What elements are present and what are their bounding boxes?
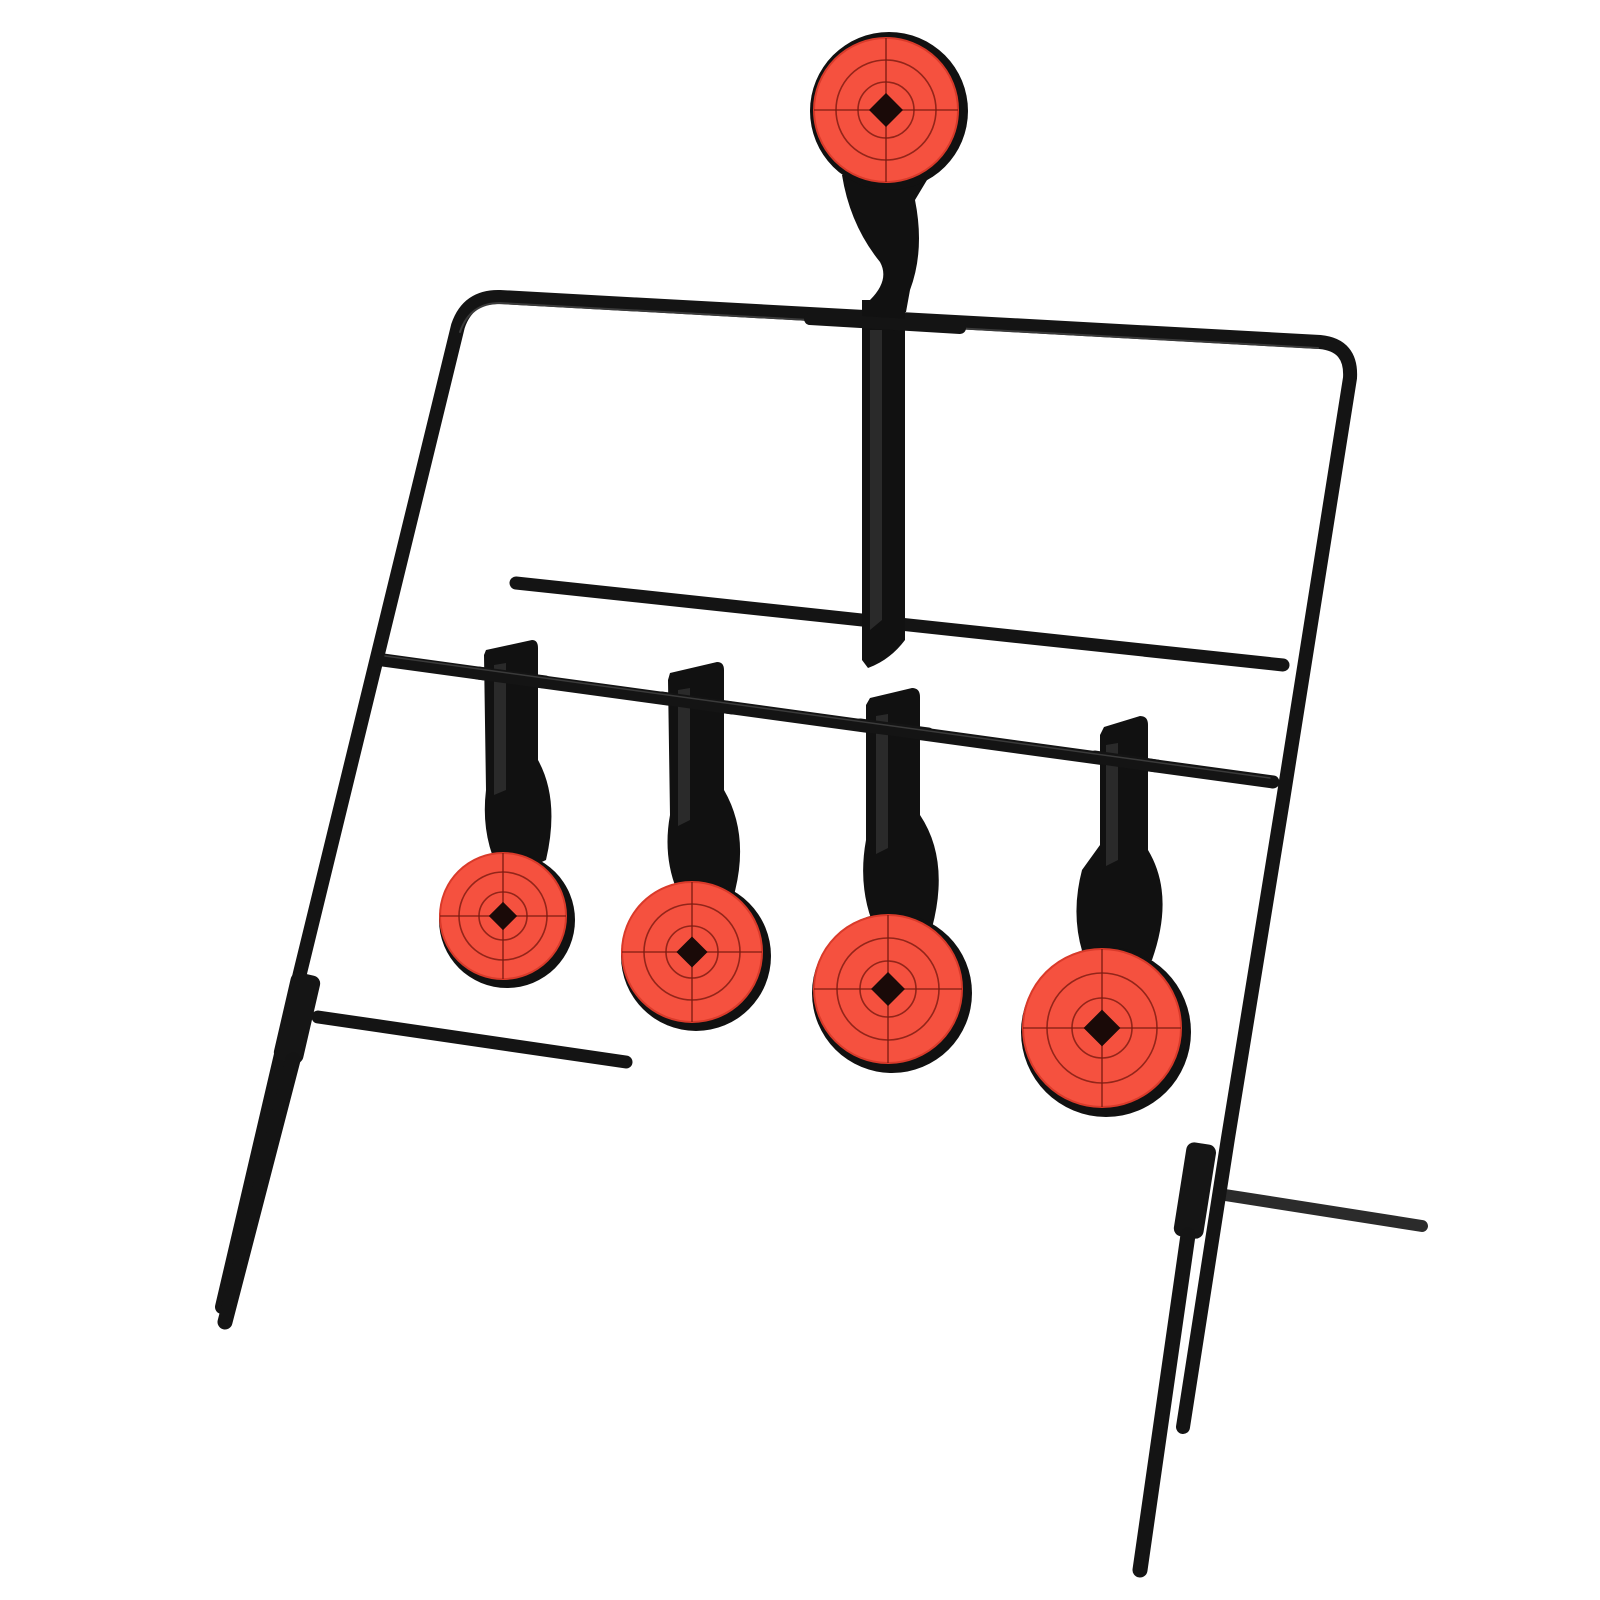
- right-foot-bar: [1219, 1189, 1428, 1232]
- lower-target-2: [621, 662, 771, 1031]
- top-target-icon: [813, 37, 959, 183]
- upper-axle-rod: [804, 313, 966, 334]
- stand-frame: [215, 290, 1358, 1578]
- top-spinner: [810, 32, 968, 668]
- lower-target-2-icon: [621, 881, 763, 1023]
- lower-axle-front-segments: [384, 655, 1271, 779]
- lower-target-3-icon: [813, 914, 963, 1064]
- upper-axle: [804, 313, 966, 334]
- right-leg-collar: [1173, 1142, 1217, 1239]
- stand-feet: [311, 1010, 1428, 1232]
- frame-outer-rod: [215, 290, 1358, 1434]
- left-foot-bar: [311, 1010, 633, 1069]
- lower-target-1-icon: [439, 852, 567, 980]
- bullseye-diamond-icon: [488, 901, 518, 931]
- left-leg-stake: [217, 1052, 301, 1330]
- lower-target-4: [1021, 716, 1191, 1117]
- top-spinner-neck: [842, 175, 930, 312]
- left-leg-collar: [273, 972, 321, 1064]
- lower-target-1: [439, 640, 575, 988]
- lower-target-4-icon: [1022, 948, 1182, 1108]
- lower-target-3: [812, 688, 972, 1073]
- frame-outer-rod-highlight: [459, 301, 1319, 349]
- top-spinner-blade-shine: [870, 330, 882, 630]
- bullseye-diamond-icon: [1083, 1009, 1121, 1047]
- bullseye-diamond-icon: [871, 972, 905, 1006]
- top-spinner-blade: [862, 300, 905, 668]
- right-leg-stake: [1132, 1227, 1196, 1578]
